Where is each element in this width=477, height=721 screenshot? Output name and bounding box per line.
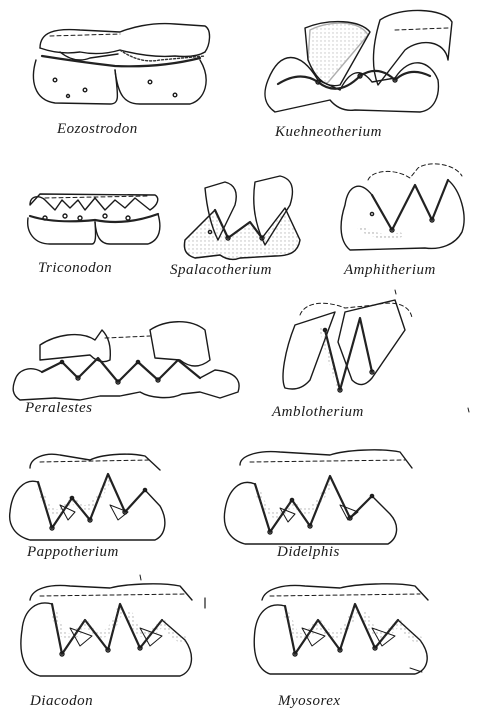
caption-didelphis: Didelphis [277, 544, 340, 561]
caption-peralestes: Peralestes [25, 400, 92, 417]
drawing-myosorex [254, 584, 428, 674]
caption-spalacotherium: Spalacotherium [170, 262, 272, 279]
caption-pappotherium: Pappotherium [27, 544, 119, 561]
drawing-peralestes [13, 322, 239, 400]
drawing-didelphis [224, 450, 412, 544]
drawing-diacodon [21, 584, 205, 676]
caption-kuehneotherium: Kuehneotherium [275, 124, 382, 141]
caption-amphitherium: Amphitherium [344, 262, 436, 279]
drawing-triconodon [28, 194, 160, 244]
drawing-spalacotherium [184, 176, 300, 259]
drawing-pappotherium [10, 454, 165, 540]
stray-marks [140, 290, 469, 580]
drawing-eozostrodon [33, 24, 209, 104]
caption-eozostrodon: Eozostrodon [57, 121, 138, 138]
drawing-amblotherium [283, 300, 412, 392]
caption-amblotherium: Amblotherium [272, 404, 364, 421]
caption-diacodon: Diacodon [30, 693, 93, 710]
drawing-amphitherium [341, 164, 464, 250]
caption-triconodon: Triconodon [38, 260, 112, 277]
drawing-kuehneotherium [265, 10, 452, 112]
caption-myosorex: Myosorex [278, 693, 341, 710]
